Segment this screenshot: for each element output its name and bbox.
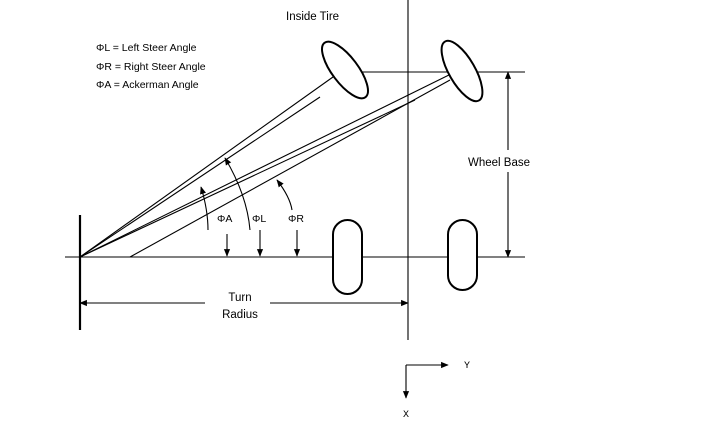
wheel-base-label: Wheel Base: [468, 157, 530, 169]
legend-right-steer: ΦR = Right Steer Angle: [96, 61, 206, 73]
turn-radius-label-line1: Turn: [228, 292, 251, 304]
x-axis-label: X: [403, 410, 409, 421]
inside-tire-label: Inside Tire: [286, 11, 339, 23]
angle-r-label: ΦR: [288, 213, 304, 225]
left-steer-angle-arc: [224, 157, 251, 231]
rear-right-tire: [447, 219, 478, 291]
rear-left-tire: [332, 219, 363, 295]
legend-ackerman: ΦA = Ackerman Angle: [96, 79, 199, 91]
left-steer-edge-line: [79, 96, 321, 258]
right-steer-edge-line: [129, 79, 451, 258]
turn-radius-label-line2: Radius: [222, 309, 258, 321]
ackerman-line: [79, 99, 416, 258]
right-steer-line: [79, 71, 456, 258]
y-axis-label: Y: [464, 361, 470, 372]
left-steer-line: [79, 71, 341, 258]
angle-l-label: ΦL: [252, 213, 266, 225]
angle-a-label: ΦA: [217, 213, 232, 225]
ackerman-angle-arc: [200, 186, 209, 231]
front-right-tire: [440, 39, 484, 103]
front-left-tire: [321, 40, 369, 100]
right-steer-angle-arc: [276, 179, 293, 211]
legend-left-steer: ΦL = Left Steer Angle: [96, 42, 197, 54]
